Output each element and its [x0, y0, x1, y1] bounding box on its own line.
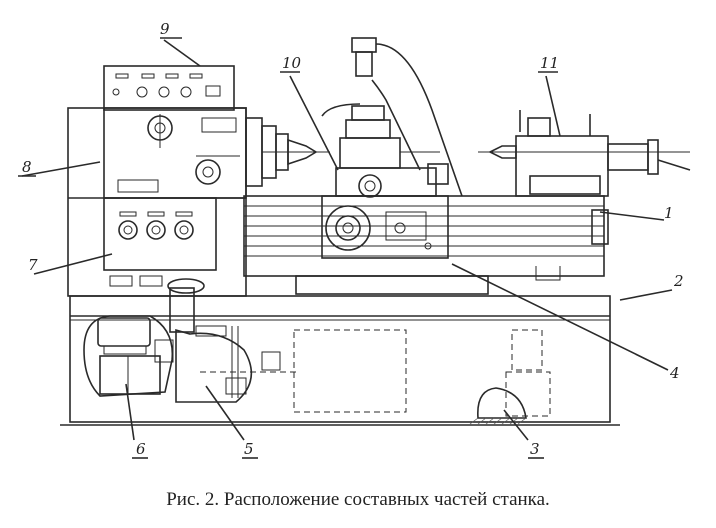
label-11: 11: [540, 54, 559, 72]
work-lamp: [351, 37, 463, 197]
spindle-chuck: [245, 117, 330, 187]
leader-lines: [21, 39, 673, 441]
control-panel: [103, 65, 235, 111]
label-2: 2: [673, 272, 684, 290]
label-6: 6: [136, 440, 146, 458]
label-1: 1: [664, 204, 674, 222]
feed-gearbox: [167, 278, 300, 403]
label-3: 3: [530, 440, 540, 458]
tailstock: [478, 110, 691, 197]
hidden-compartment: [293, 329, 551, 417]
bed-stand: [60, 295, 620, 426]
figure-caption: Рис. 2. Расположение составных частей ст…: [166, 489, 550, 510]
tool-post: [321, 103, 440, 169]
part-labels: 9 10 11 8 7 1 2 4 5 6 3: [18, 20, 684, 459]
label-4: 4: [669, 364, 680, 382]
label-9: 9: [160, 20, 170, 38]
headstock-cabinet: [67, 107, 247, 297]
lathe-bed: [243, 195, 609, 295]
label-8: 8: [22, 158, 32, 176]
label-10: 10: [282, 54, 302, 72]
coolant-tank: [469, 387, 527, 425]
label-7: 7: [28, 256, 38, 274]
carriage-apron: [321, 163, 449, 259]
electric-motor: [83, 315, 174, 397]
label-5: 5: [244, 440, 254, 458]
